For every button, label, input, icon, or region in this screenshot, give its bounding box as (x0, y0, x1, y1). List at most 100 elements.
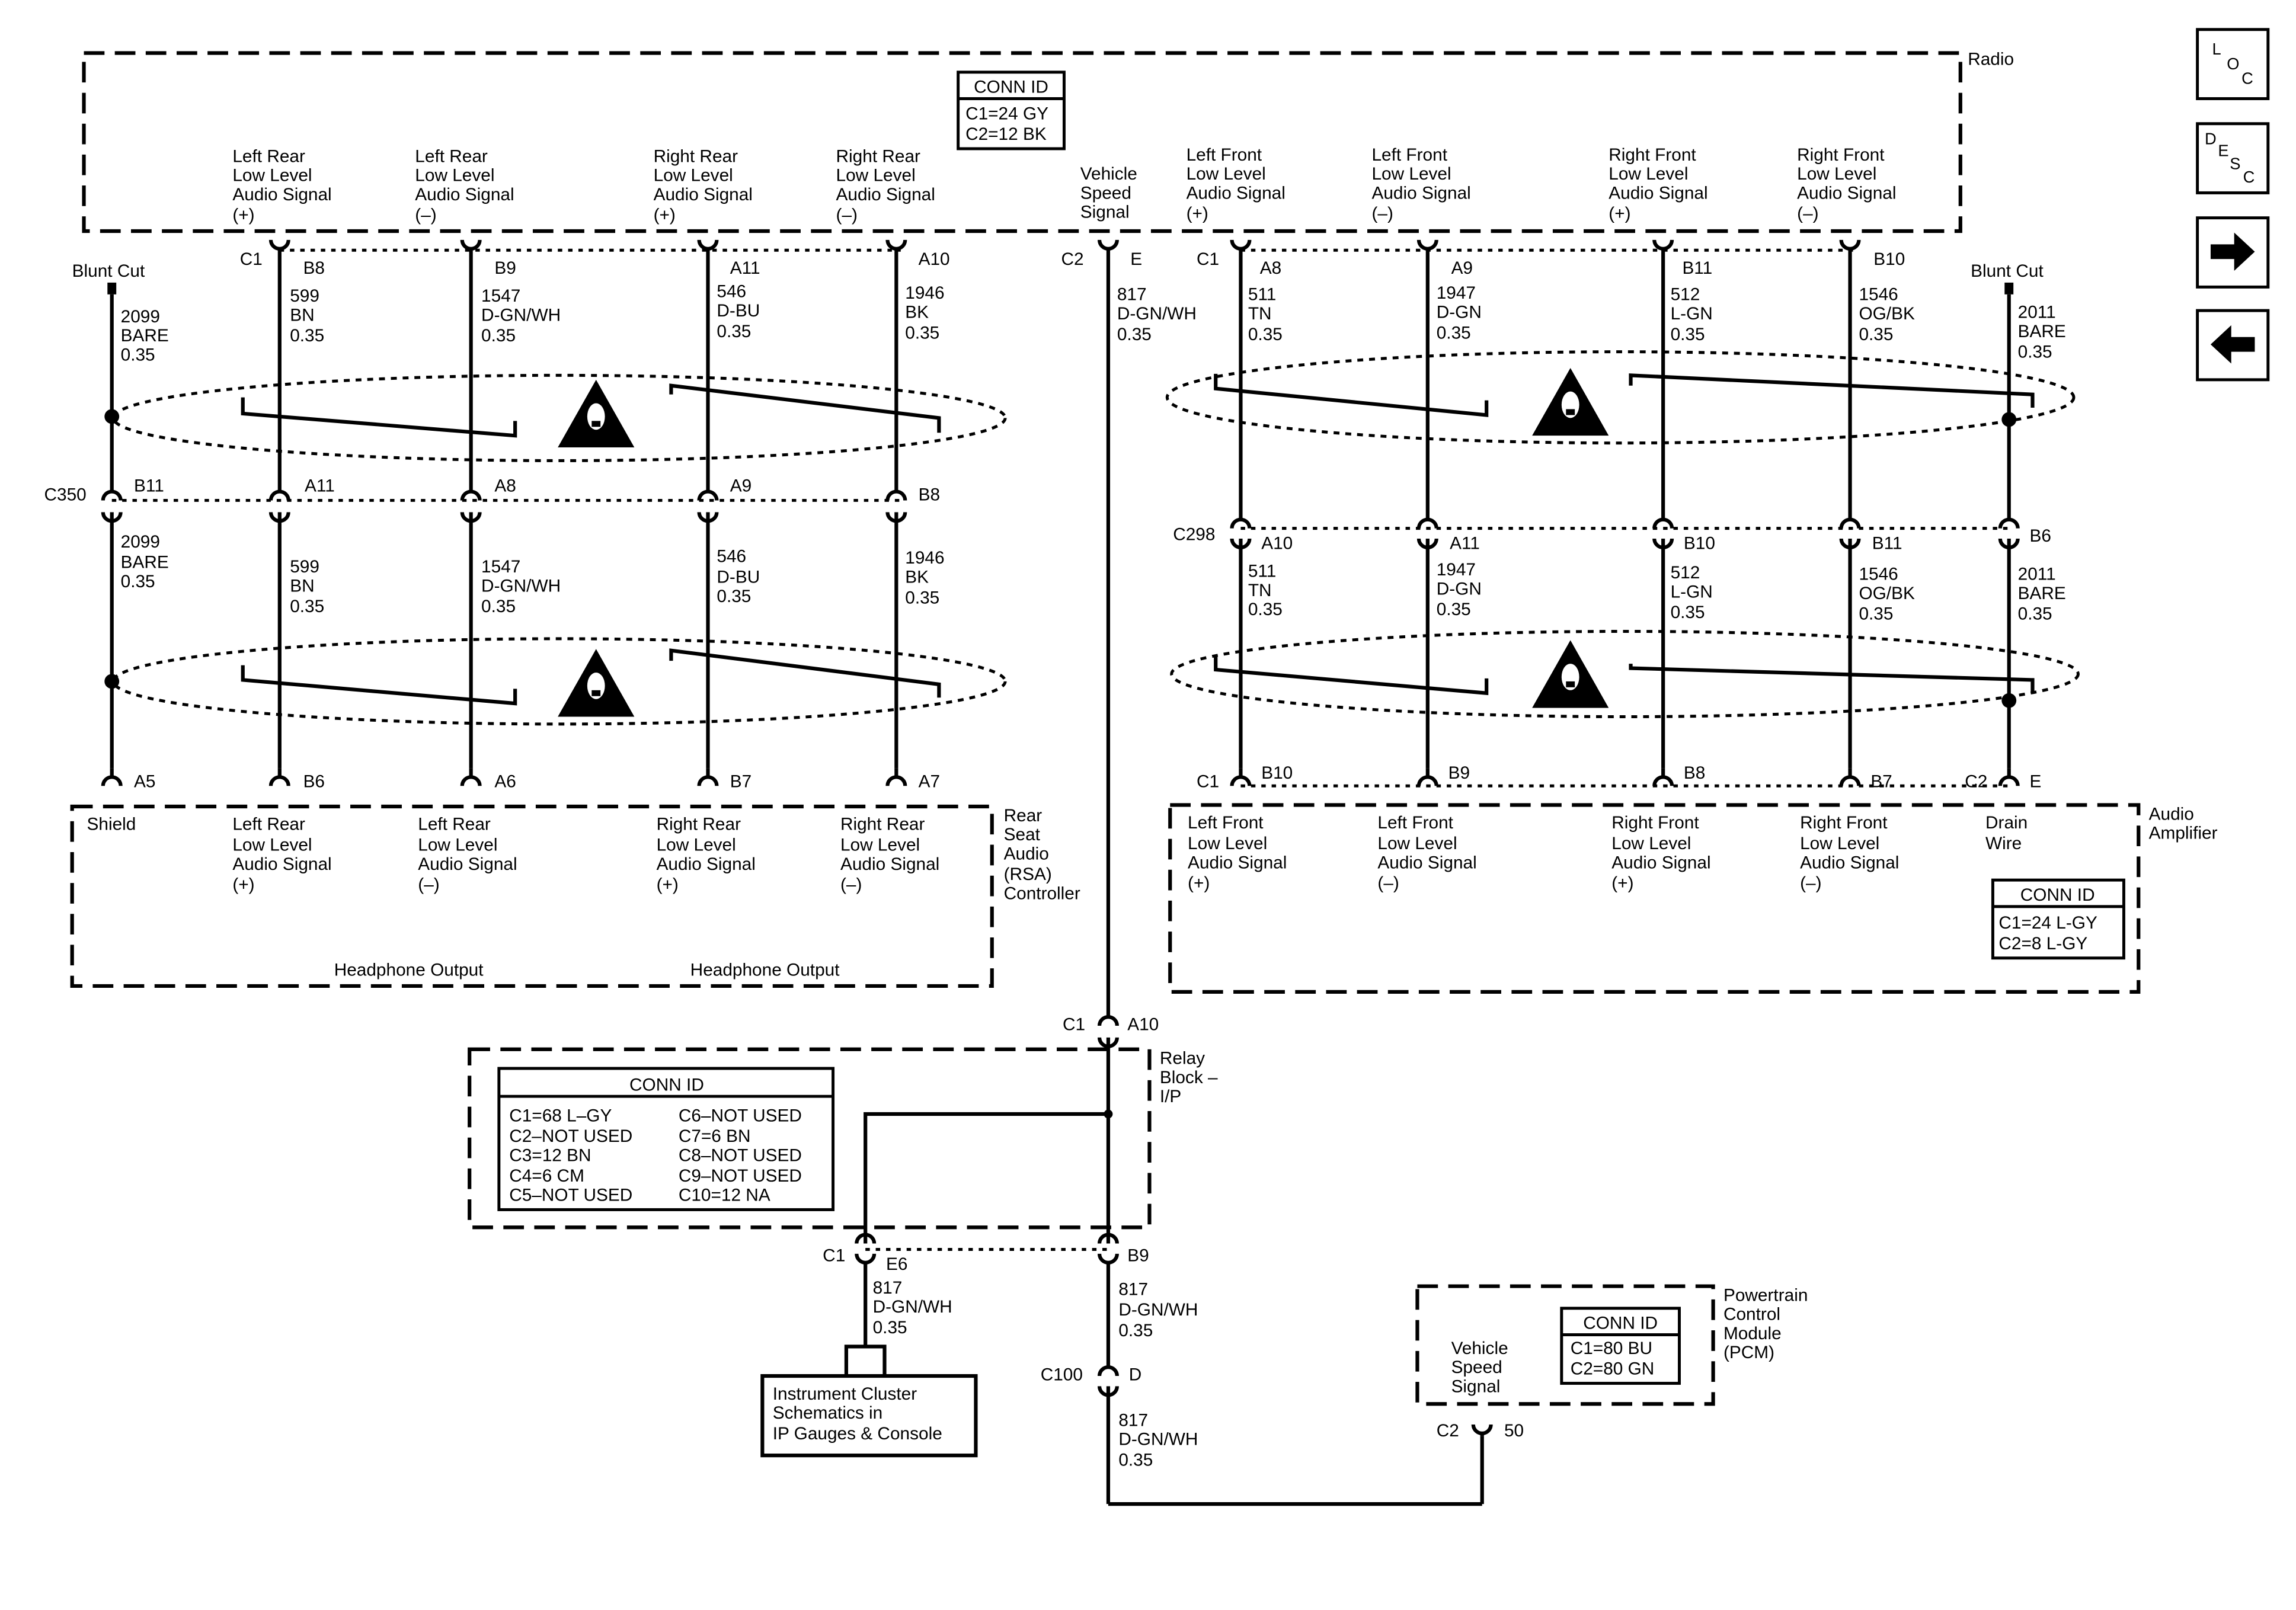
svg-text:Audio Signal: Audio Signal (232, 185, 331, 204)
loc-button[interactable]: L O C (2196, 28, 2270, 100)
svg-text:S: S (2230, 155, 2240, 173)
svg-text:Audio Signal: Audio Signal (1609, 183, 1707, 203)
svg-text:0.35: 0.35 (121, 572, 155, 591)
svg-text:2011: 2011 (2018, 565, 2056, 584)
svg-text:Low Level: Low Level (232, 166, 312, 185)
instrument-cluster-reference[interactable] (760, 1374, 978, 1458)
svg-text:Left Front: Left Front (1187, 145, 1262, 165)
svg-text:0.35: 0.35 (1118, 1451, 1153, 1470)
pin-label: B7 (730, 772, 752, 792)
svg-text:Speed: Speed (1080, 183, 1131, 203)
svg-text:1946: 1946 (905, 548, 944, 568)
svg-text:BARE: BARE (2018, 584, 2066, 603)
svg-text:Left Front: Left Front (1188, 813, 1264, 833)
svg-text:0.35: 0.35 (2018, 343, 2052, 362)
svg-text:Low Level: Low Level (1797, 164, 1876, 184)
svg-text:C7=6 BN: C7=6 BN (679, 1126, 751, 1146)
svg-text:(RSA): (RSA) (1004, 865, 1052, 884)
svg-text:Signal: Signal (1080, 203, 1130, 222)
pin-label: B8 (919, 485, 940, 504)
pin-label: A6 (494, 772, 516, 792)
pin-label: A10 (919, 249, 950, 269)
svg-text:817: 817 (1118, 1279, 1148, 1299)
svg-text:Drain: Drain (1985, 813, 2028, 833)
svg-text:511: 511 (1248, 285, 1277, 305)
radio-module-box (82, 51, 1962, 233)
radio-conn-id-box (957, 71, 1066, 151)
svg-text:C9–NOT USED: C9–NOT USED (679, 1166, 802, 1186)
pin-label: A9 (730, 476, 752, 496)
pin-label: B10 (1261, 763, 1293, 783)
svg-text:0.35: 0.35 (2018, 604, 2052, 624)
svg-text:(–): (–) (840, 875, 862, 895)
svg-text:Schematics in: Schematics in (773, 1403, 882, 1423)
connector-label: C2 (1061, 249, 1083, 269)
pin-label: B7 (1870, 772, 1892, 792)
pin-label: D (1129, 1365, 1142, 1384)
svg-text:0.35: 0.35 (1671, 325, 1705, 344)
svg-text:Audio Signal: Audio Signal (1187, 183, 1285, 203)
svg-text:1546: 1546 (1859, 565, 1898, 584)
relay-conn-id-title: CONN ID (629, 1075, 704, 1094)
radio-conn-id-title: CONN ID (974, 78, 1048, 97)
svg-text:Signal: Signal (1451, 1377, 1501, 1396)
svg-text:TN: TN (1248, 581, 1272, 600)
connector-label: C298 (1173, 525, 1215, 545)
desc-button[interactable]: D E S C (2196, 122, 2270, 194)
svg-text:817: 817 (873, 1278, 903, 1298)
pin-label: A10 (1261, 533, 1293, 553)
pin-label: 50 (1504, 1421, 1524, 1441)
warning-icon (558, 379, 635, 448)
svg-text:C2–NOT USED: C2–NOT USED (509, 1126, 632, 1146)
svg-text:Module: Module (1723, 1324, 1782, 1343)
svg-text:Low Level: Low Level (1187, 164, 1266, 184)
svg-text:(–): (–) (1797, 204, 1818, 223)
svg-text:Right Rear: Right Rear (654, 146, 738, 166)
svg-text:D-GN/WH: D-GN/WH (481, 576, 561, 596)
svg-text:I/P: I/P (1160, 1087, 1181, 1106)
twisted-pair-shield (111, 637, 1007, 726)
svg-text:L-GN: L-GN (1671, 304, 1713, 324)
svg-text:2099: 2099 (121, 307, 160, 327)
svg-text:(–): (–) (415, 206, 436, 225)
svg-text:1547: 1547 (481, 286, 520, 306)
svg-text:(PCM): (PCM) (1723, 1343, 1774, 1362)
rsa-controller-box (70, 804, 994, 988)
svg-text:1546: 1546 (1859, 285, 1898, 305)
pcm-conn-id-box (1560, 1307, 1681, 1385)
svg-text:Rear: Rear (1004, 806, 1043, 825)
svg-text:C: C (2241, 69, 2253, 88)
svg-text:Audio Signal: Audio Signal (1371, 183, 1470, 203)
pin-label: B6 (303, 772, 325, 792)
svg-text:Vehicle: Vehicle (1451, 1339, 1508, 1358)
svg-text:0.35: 0.35 (290, 597, 324, 616)
svg-text:Control: Control (1723, 1305, 1780, 1324)
svg-text:0.35: 0.35 (1671, 603, 1705, 622)
amp-conn-id-line: C1=24 L-GY (1998, 913, 2097, 933)
radio-conn-id-line: C2=12 BK (965, 124, 1047, 144)
svg-text:D-GN/WH: D-GN/WH (873, 1297, 952, 1317)
headphone-output-label: Headphone Output (690, 961, 840, 980)
svg-text:0.35: 0.35 (121, 345, 155, 365)
svg-text:BN: BN (290, 305, 314, 325)
svg-text:0.35: 0.35 (905, 323, 939, 343)
warning-icon (558, 649, 635, 717)
svg-text:Left Rear: Left Rear (232, 146, 305, 166)
svg-text:512: 512 (1671, 563, 1700, 582)
next-button[interactable] (2196, 216, 2270, 289)
prev-button[interactable] (2196, 309, 2270, 382)
svg-text:(+): (+) (232, 206, 254, 225)
svg-text:BARE: BARE (121, 553, 169, 572)
svg-text:(+): (+) (654, 206, 676, 225)
svg-text:BK: BK (905, 303, 929, 322)
